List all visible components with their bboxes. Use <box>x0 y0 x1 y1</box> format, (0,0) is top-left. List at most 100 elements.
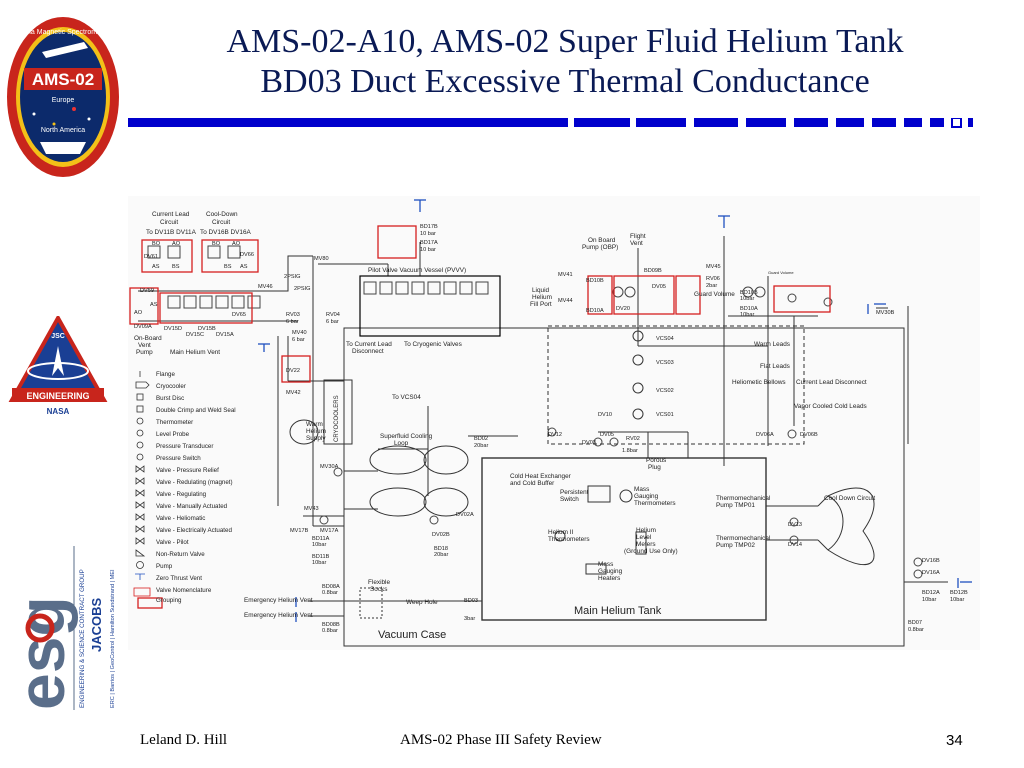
label-liquid-fill: Liquid <box>532 287 550 294</box>
valve-dv13: DV13 <box>788 522 802 528</box>
label-cool-down-circuit: Cool Down Circuit <box>824 495 875 502</box>
valve-2psig-1: 2PSIG <box>284 274 300 280</box>
label-flexible-socks-2: Socks <box>370 586 387 593</box>
valve-bd09b: BD09B <box>644 268 662 274</box>
label-heliometic-bellows: Heliometic Bellows <box>732 379 786 386</box>
label-level-meters-4: (Ground Use Only) <box>624 548 678 555</box>
label-vacuum-case: Vacuum Case <box>378 629 446 641</box>
label-onboard-pump: On-Board <box>134 335 162 342</box>
legend-label-1: Flange <box>156 371 175 378</box>
valve-bd02: BD02 <box>474 436 488 442</box>
valve-bd03-value: 3bar <box>464 616 475 622</box>
legend-label-5: Thermometer <box>156 419 193 426</box>
label-mass-heaters: Mass <box>598 561 613 568</box>
valve-bd11b: BD11B <box>312 554 330 560</box>
legend-label-15: Valve - Pilot <box>156 539 189 546</box>
label-to-cryogenic-valves: To Cryogenic Valves <box>404 341 462 348</box>
label-tmp01: Thermomechanical <box>716 495 770 502</box>
label-cool-down-2: Circuit <box>212 219 230 226</box>
esg-logo-brand: JACOBS <box>89 597 104 652</box>
ams-logo-band-1: Europe <box>52 97 75 104</box>
label-level-meters-3: Meters <box>636 541 656 548</box>
jsc-engineering-logo: JSC ENGINEERING NASA <box>8 316 108 416</box>
valve-dv59: DV59 <box>140 288 154 294</box>
valve-dv20: DV20 <box>616 306 630 312</box>
valve-dv15a: DV15A <box>216 332 234 338</box>
helium-tank-schematic: Current Lead Circuit To DV11B DV11A Cool… <box>128 196 980 650</box>
valve-mv44: MV44 <box>558 298 573 304</box>
valve-bd17b: BD17B <box>420 224 438 230</box>
label-mass-heaters-3: Heaters <box>598 575 620 582</box>
label-emergency-vent-2: Emergency Helium Vent <box>244 612 313 619</box>
label-level-meters-2: Level <box>636 534 651 541</box>
valve-dv06a: DV06A <box>756 432 774 438</box>
valve-bd12a-value: 10bar <box>922 597 936 603</box>
label-superfluid-loop-2: Loop <box>394 440 409 447</box>
esg-logo-main: esg <box>4 596 78 710</box>
valve-bd12b: BD12B <box>950 590 968 596</box>
valve-vcs04: VCS04 <box>656 336 674 342</box>
label-persistent-switch: Persistent <box>560 489 589 496</box>
valve-rv02: RV02 <box>626 436 640 442</box>
esg-logo-group: ENGINEERING & SCIENCE CONTRACT GROUP <box>79 569 86 708</box>
valve-mv43: MV43 <box>304 506 319 512</box>
valve-bs-2: BS <box>224 264 232 270</box>
slide-title: AMS-02-A10, AMS-02 Super Fluid Helium Ta… <box>130 22 1000 102</box>
valve-mv40: MV40 <box>292 330 307 336</box>
valve-bd12a: BD12A <box>922 590 940 596</box>
label-tmp02: Thermomechanical <box>716 535 770 542</box>
label-vapor-cooled-leads: Vapor Cooled Cold Leads <box>794 403 867 410</box>
valve-bd11a-value: 10bar <box>312 542 326 548</box>
label-obp-2: Pump (OBP) <box>582 244 618 251</box>
valve-rv04-value: 6 bar <box>326 319 339 325</box>
valve-mv30a: MV30A <box>320 464 339 470</box>
legend-label-11: Valve - Regulating <box>156 491 207 498</box>
valve-guard-volume-small: Guard Volume <box>768 270 794 275</box>
valve-dv12: DV12 <box>548 432 562 438</box>
valve-ao-2: AO <box>232 241 241 247</box>
valve-bd10b-2-value: 10bar <box>740 296 754 302</box>
footer-center: AMS-02 Phase III Safety Review <box>400 732 602 748</box>
valve-bs-1: BS <box>172 264 180 270</box>
valve-rv03-value: 6 bar <box>286 319 299 325</box>
valve-bd07: BD07 <box>908 620 922 626</box>
valve-bd18: BD18 <box>434 546 448 552</box>
valve-dv22: DV22 <box>286 368 300 374</box>
legend-label-14: Valve - Electrically Actuated <box>156 527 232 534</box>
label-mass-heaters-2: Gauging <box>598 568 623 575</box>
label-tmp02-2: Pump TMP02 <box>716 542 755 549</box>
ams-02-logo: AMS-02 Europe North America Alpha Magnet… <box>7 17 119 177</box>
valve-rv02-value: 1.8bar <box>622 448 638 454</box>
valve-rv06: RV06 <box>706 276 720 282</box>
label-to-current-lead: To Current Lead <box>346 341 392 348</box>
label-warm-helium-2: Helium <box>306 428 326 435</box>
ams-logo-ring: Alpha Magnetic Spectrometer <box>17 29 110 36</box>
valve-dv66: DV66 <box>240 252 254 258</box>
valve-bd08b: BD08B <box>322 622 340 628</box>
label-cryocoolers: CRYOCOOLERS <box>334 395 340 442</box>
valve-bo-1: BO <box>152 241 161 247</box>
label-warm-helium: Warm <box>306 421 323 428</box>
valve-mv17a: MV17A <box>320 528 339 534</box>
label-cool-down-to: To DV16B DV16A <box>200 229 252 236</box>
legend-label-17: Pump <box>156 563 173 570</box>
valve-vcs01: VCS01 <box>656 412 674 418</box>
valve-bo-2: BO <box>212 241 221 247</box>
valve-dv65: DV65 <box>232 312 246 318</box>
valve-dv16b: DV16B <box>922 558 940 564</box>
valve-mv45: MV45 <box>706 264 721 270</box>
valve-bd10b-2: BD10B <box>740 290 758 296</box>
valve-bd18-value: 20bar <box>434 552 448 558</box>
valve-dv05: DV05 <box>652 284 666 290</box>
jsc-logo-top: JSC <box>51 333 65 340</box>
label-to-vcs04: To VCS04 <box>392 394 421 401</box>
label-mass-gauging-therm: Mass <box>634 486 649 493</box>
valve-bd10a: BD10A <box>586 308 604 314</box>
label-flexible-socks: Flexible <box>368 579 390 586</box>
legend-label-6: Level Probe <box>156 431 190 438</box>
label-mass-gauging-therm-2: Gauging <box>634 493 659 500</box>
valve-mv17b: MV17B <box>290 528 309 534</box>
valve-mv30b: MV30B <box>876 310 895 316</box>
legend-label-12: Valve - Manually Actuated <box>156 503 228 510</box>
valve-dv15d: DV15D <box>164 326 182 332</box>
